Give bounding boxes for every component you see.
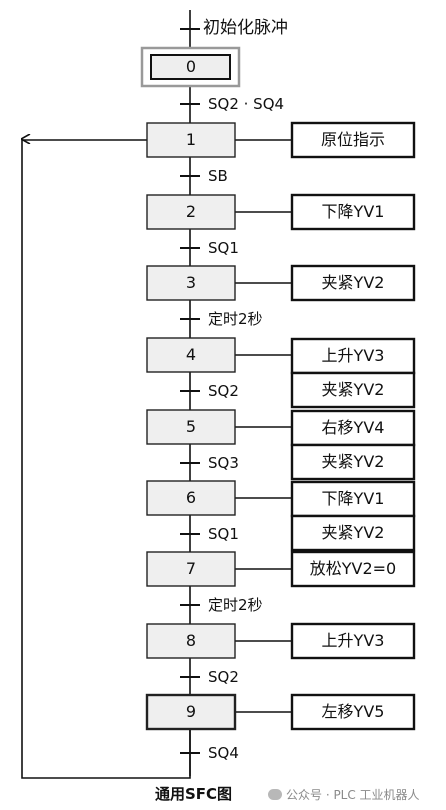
step-number-1: 1 xyxy=(185,130,197,149)
step-number-9: 9 xyxy=(185,702,197,721)
action-box-8-0 xyxy=(290,622,416,660)
step-number-7: 7 xyxy=(185,559,197,578)
watermark: 公众号 · PLC 工业机器人 xyxy=(268,786,420,803)
action-text-4-1: 夹紧YV2 xyxy=(321,380,385,399)
wechat-icon xyxy=(268,789,282,800)
step-box-2 xyxy=(146,194,236,230)
action-box-5-1 xyxy=(290,443,416,481)
steps xyxy=(140,46,241,731)
action-box-9-0 xyxy=(290,693,416,731)
transition-label-3: 定时2秒 xyxy=(208,310,263,328)
transition-label-2: SQ1 xyxy=(208,239,239,257)
step-number-6: 6 xyxy=(185,488,197,507)
step-box-9 xyxy=(145,693,237,731)
initial-step-inner-box xyxy=(150,54,231,80)
step-box-3 xyxy=(146,265,236,301)
action-text-6-0: 下降YV1 xyxy=(321,489,385,508)
step-box-5 xyxy=(146,409,236,445)
step-box-6 xyxy=(146,480,236,516)
action-box-2-0 xyxy=(290,193,416,231)
action-text-5-0: 右移YV4 xyxy=(321,418,385,437)
action-text-4-0: 上升YV3 xyxy=(321,346,385,365)
step-box-4 xyxy=(146,337,236,373)
transition-label-0: SQ2 · SQ4 xyxy=(208,95,285,113)
action-boxes xyxy=(290,121,416,731)
action-text-1-0: 原位指示 xyxy=(320,130,385,149)
step-number-8: 8 xyxy=(185,631,197,650)
transition-label-7: 定时2秒 xyxy=(208,596,263,614)
action-box-7-0 xyxy=(290,550,416,588)
transition-label-1: SB xyxy=(208,167,228,185)
action-text-6-1: 夹紧YV2 xyxy=(321,523,385,542)
step-box-1 xyxy=(146,122,236,158)
action-box-6-1 xyxy=(290,514,416,552)
action-box-4-1 xyxy=(290,371,416,409)
step-number-4: 4 xyxy=(185,345,197,364)
step-number-3: 3 xyxy=(185,273,197,292)
transition-label-4: SQ2 xyxy=(208,382,239,400)
action-text-5-1: 夹紧YV2 xyxy=(321,452,385,471)
transition-label-8: SQ2 xyxy=(208,668,239,686)
action-text-7-0: 放松YV2=0 xyxy=(309,559,397,578)
action-text-8-0: 上升YV3 xyxy=(321,631,385,650)
transition-label-6: SQ1 xyxy=(208,525,239,543)
loop-back-line xyxy=(22,139,191,779)
step-box-8 xyxy=(146,623,236,659)
action-text-2-0: 下降YV1 xyxy=(321,202,385,221)
transition-label-5: SQ3 xyxy=(208,454,239,472)
step-number-2: 2 xyxy=(185,202,197,221)
action-box-1-0 xyxy=(290,121,416,159)
action-box-3-0 xyxy=(290,264,416,302)
connection-lines xyxy=(22,10,292,779)
transition-label-9: SQ4 xyxy=(208,744,239,762)
start-label: 初始化脉冲 xyxy=(203,18,288,38)
diagram-caption: 通用SFC图 xyxy=(155,785,233,803)
watermark-text: 公众号 · PLC 工业机器人 xyxy=(286,788,420,802)
action-text-3-0: 夹紧YV2 xyxy=(321,273,385,292)
step-box-7 xyxy=(146,551,236,587)
step-number-0: 0 xyxy=(185,57,197,76)
action-text-9-0: 左移YV5 xyxy=(321,702,385,721)
step-number-5: 5 xyxy=(185,417,197,436)
